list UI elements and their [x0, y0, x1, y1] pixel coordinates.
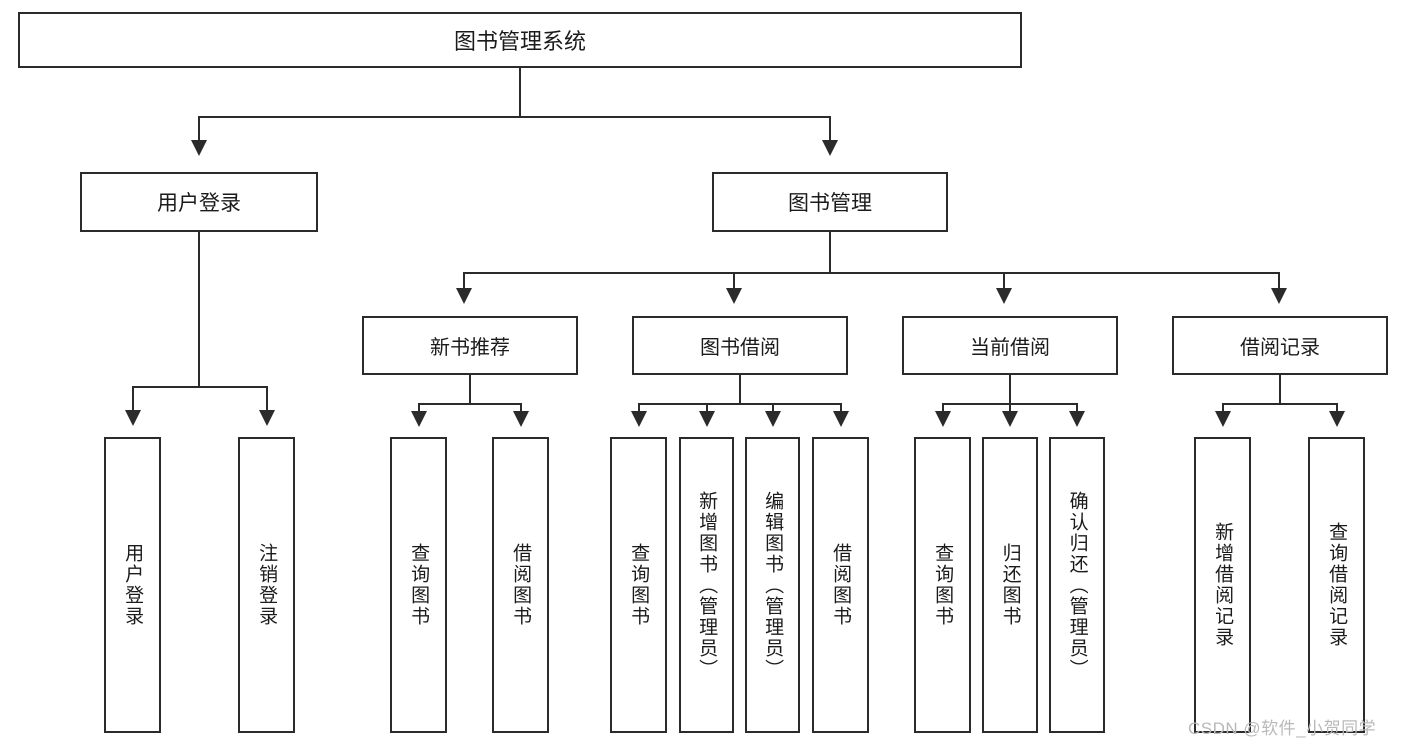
node-label: 图书借阅 — [700, 337, 780, 359]
node-current-borrow[interactable]: 当前借阅 — [902, 316, 1118, 375]
leaf-borrow-book-recommend[interactable]: 借阅图书 — [492, 437, 549, 733]
node-root-system[interactable]: 图书管理系统 — [18, 12, 1022, 68]
node-borrow-record[interactable]: 借阅记录 — [1172, 316, 1388, 375]
connector-br-bus — [1222, 403, 1338, 405]
leaf-logout[interactable]: 注销登录 — [238, 437, 295, 733]
connector-level3-bus — [463, 272, 1280, 274]
arrow-to-leaf-query-book-2 — [631, 411, 647, 427]
connector-bb-drop-1 — [638, 403, 640, 413]
arrow-to-borrow-record — [1271, 288, 1287, 304]
connector-user-login-bus — [132, 386, 268, 388]
connector-br-stem — [1279, 375, 1281, 403]
connector-root-drop-left — [198, 116, 200, 142]
node-label: 新增图书（管理员） — [696, 490, 718, 680]
connector-br-drop-1 — [1222, 403, 1224, 413]
connector-bb-drop-3 — [772, 403, 774, 413]
node-label: 编辑图书（管理员） — [762, 490, 784, 680]
arrow-to-leaf-return-book — [1002, 411, 1018, 427]
leaf-edit-book-admin[interactable]: 编辑图书（管理员） — [745, 437, 800, 733]
connector-br-drop-2 — [1336, 403, 1338, 413]
node-label: 查询借阅记录 — [1326, 522, 1348, 648]
node-label: 注销登录 — [256, 543, 278, 627]
csdn-watermark: CSDN @软件_小贺同学 — [1188, 719, 1377, 738]
connector-bb-stem — [739, 375, 741, 403]
leaf-user-login[interactable]: 用户登录 — [104, 437, 161, 733]
connector-nbr-drop-2 — [520, 403, 522, 413]
leaf-borrow-book[interactable]: 借阅图书 — [812, 437, 869, 733]
connector-bb-bus — [638, 403, 842, 405]
connector-book-management-stem — [829, 232, 831, 272]
leaf-return-book[interactable]: 归还图书 — [982, 437, 1038, 733]
connector-user-login-drop-2 — [266, 386, 268, 412]
arrow-to-leaf-logout — [259, 410, 275, 426]
arrow-to-leaf-add-record — [1215, 411, 1231, 427]
node-label: 借阅图书 — [510, 543, 532, 627]
arrow-to-leaf-query-book-1 — [411, 411, 427, 427]
connector-cb-drop-3 — [1076, 403, 1078, 413]
node-label: 查询图书 — [628, 543, 650, 627]
node-label: 图书管理 — [788, 192, 872, 215]
node-label: 归还图书 — [999, 543, 1021, 627]
connector-nbr-stem — [469, 375, 471, 403]
arrow-to-book-borrow — [726, 288, 742, 304]
node-label: 新增借阅记录 — [1212, 522, 1234, 648]
arrow-to-leaf-user-login — [125, 410, 141, 426]
arrow-to-leaf-query-record — [1329, 411, 1345, 427]
leaf-add-book-admin[interactable]: 新增图书（管理员） — [679, 437, 734, 733]
leaf-confirm-return-admin[interactable]: 确认归还（管理员） — [1049, 437, 1105, 733]
node-label: 新书推荐 — [430, 337, 510, 359]
leaf-add-borrow-record[interactable]: 新增借阅记录 — [1194, 437, 1251, 733]
node-label: 当前借阅 — [970, 337, 1050, 359]
node-user-login[interactable]: 用户登录 — [80, 172, 318, 232]
connector-root-drop-right — [829, 116, 831, 142]
node-new-book-recommend[interactable]: 新书推荐 — [362, 316, 578, 375]
arrow-to-leaf-query-book-3 — [935, 411, 951, 427]
connector-level3-drop-3 — [1003, 272, 1005, 290]
arrow-to-user-login — [191, 140, 207, 156]
node-label: 查询图书 — [932, 543, 954, 627]
node-label: 用户登录 — [122, 543, 144, 627]
node-label: 借阅记录 — [1240, 337, 1320, 359]
connector-bb-drop-4 — [840, 403, 842, 413]
connector-nbr-bus — [418, 403, 522, 405]
node-label: 用户登录 — [157, 192, 241, 215]
connector-root-bus — [198, 116, 831, 118]
node-label: 图书管理系统 — [453, 29, 586, 54]
arrow-to-leaf-confirm-return — [1069, 411, 1085, 427]
connector-level3-drop-2 — [733, 272, 735, 290]
connector-level3-drop-4 — [1278, 272, 1280, 290]
connector-level3-drop-1 — [463, 272, 465, 290]
connector-cb-stem — [1009, 375, 1011, 403]
connector-user-login-stem — [198, 232, 200, 386]
connector-bb-drop-2 — [706, 403, 708, 413]
connector-cb-drop-1 — [942, 403, 944, 413]
leaf-query-book-borrow[interactable]: 查询图书 — [610, 437, 667, 733]
arrow-to-leaf-borrow-book-2 — [833, 411, 849, 427]
arrow-to-new-book-recommend — [456, 288, 472, 304]
node-label: 查询图书 — [408, 543, 430, 627]
arrow-to-book-management — [822, 140, 838, 156]
leaf-query-borrow-record[interactable]: 查询借阅记录 — [1308, 437, 1365, 733]
connector-cb-drop-2 — [1009, 403, 1011, 413]
connector-user-login-drop-1 — [132, 386, 134, 412]
arrow-to-current-borrow — [996, 288, 1012, 304]
node-label: 借阅图书 — [830, 543, 852, 627]
arrow-to-leaf-edit-book — [765, 411, 781, 427]
connector-nbr-drop-1 — [418, 403, 420, 413]
node-label: 确认归还（管理员） — [1066, 490, 1088, 680]
leaf-query-book-current[interactable]: 查询图书 — [914, 437, 971, 733]
connector-root-stem — [519, 68, 521, 116]
arrow-to-leaf-borrow-book-1 — [513, 411, 529, 427]
node-book-borrow[interactable]: 图书借阅 — [632, 316, 848, 375]
node-book-management[interactable]: 图书管理 — [712, 172, 948, 232]
arrow-to-leaf-add-book — [699, 411, 715, 427]
leaf-query-book-recommend[interactable]: 查询图书 — [390, 437, 447, 733]
